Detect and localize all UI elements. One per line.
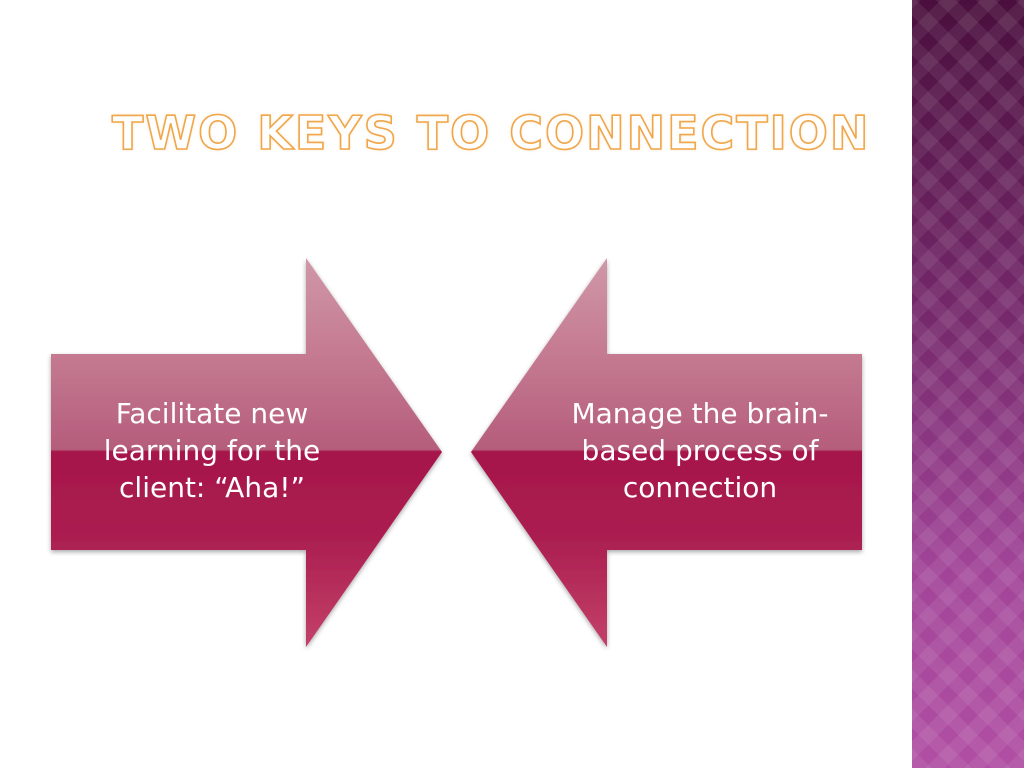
left-arrow-text: Facilitate new learning for the client: … (103, 396, 321, 504)
slide-title: Two Keys to Connection (111, 105, 871, 161)
left-pointing-arrow (471, 258, 862, 647)
decorative-side-panel (912, 0, 1024, 768)
right-arrow-text: Manage the brain-based process of connec… (571, 396, 829, 504)
arrows-diagram (51, 258, 862, 647)
right-arrow-label: Manage the brain-based process of connec… (560, 370, 840, 530)
right-pointing-arrow (51, 258, 442, 647)
left-arrow-label: Facilitate new learning for the client: … (72, 380, 352, 520)
